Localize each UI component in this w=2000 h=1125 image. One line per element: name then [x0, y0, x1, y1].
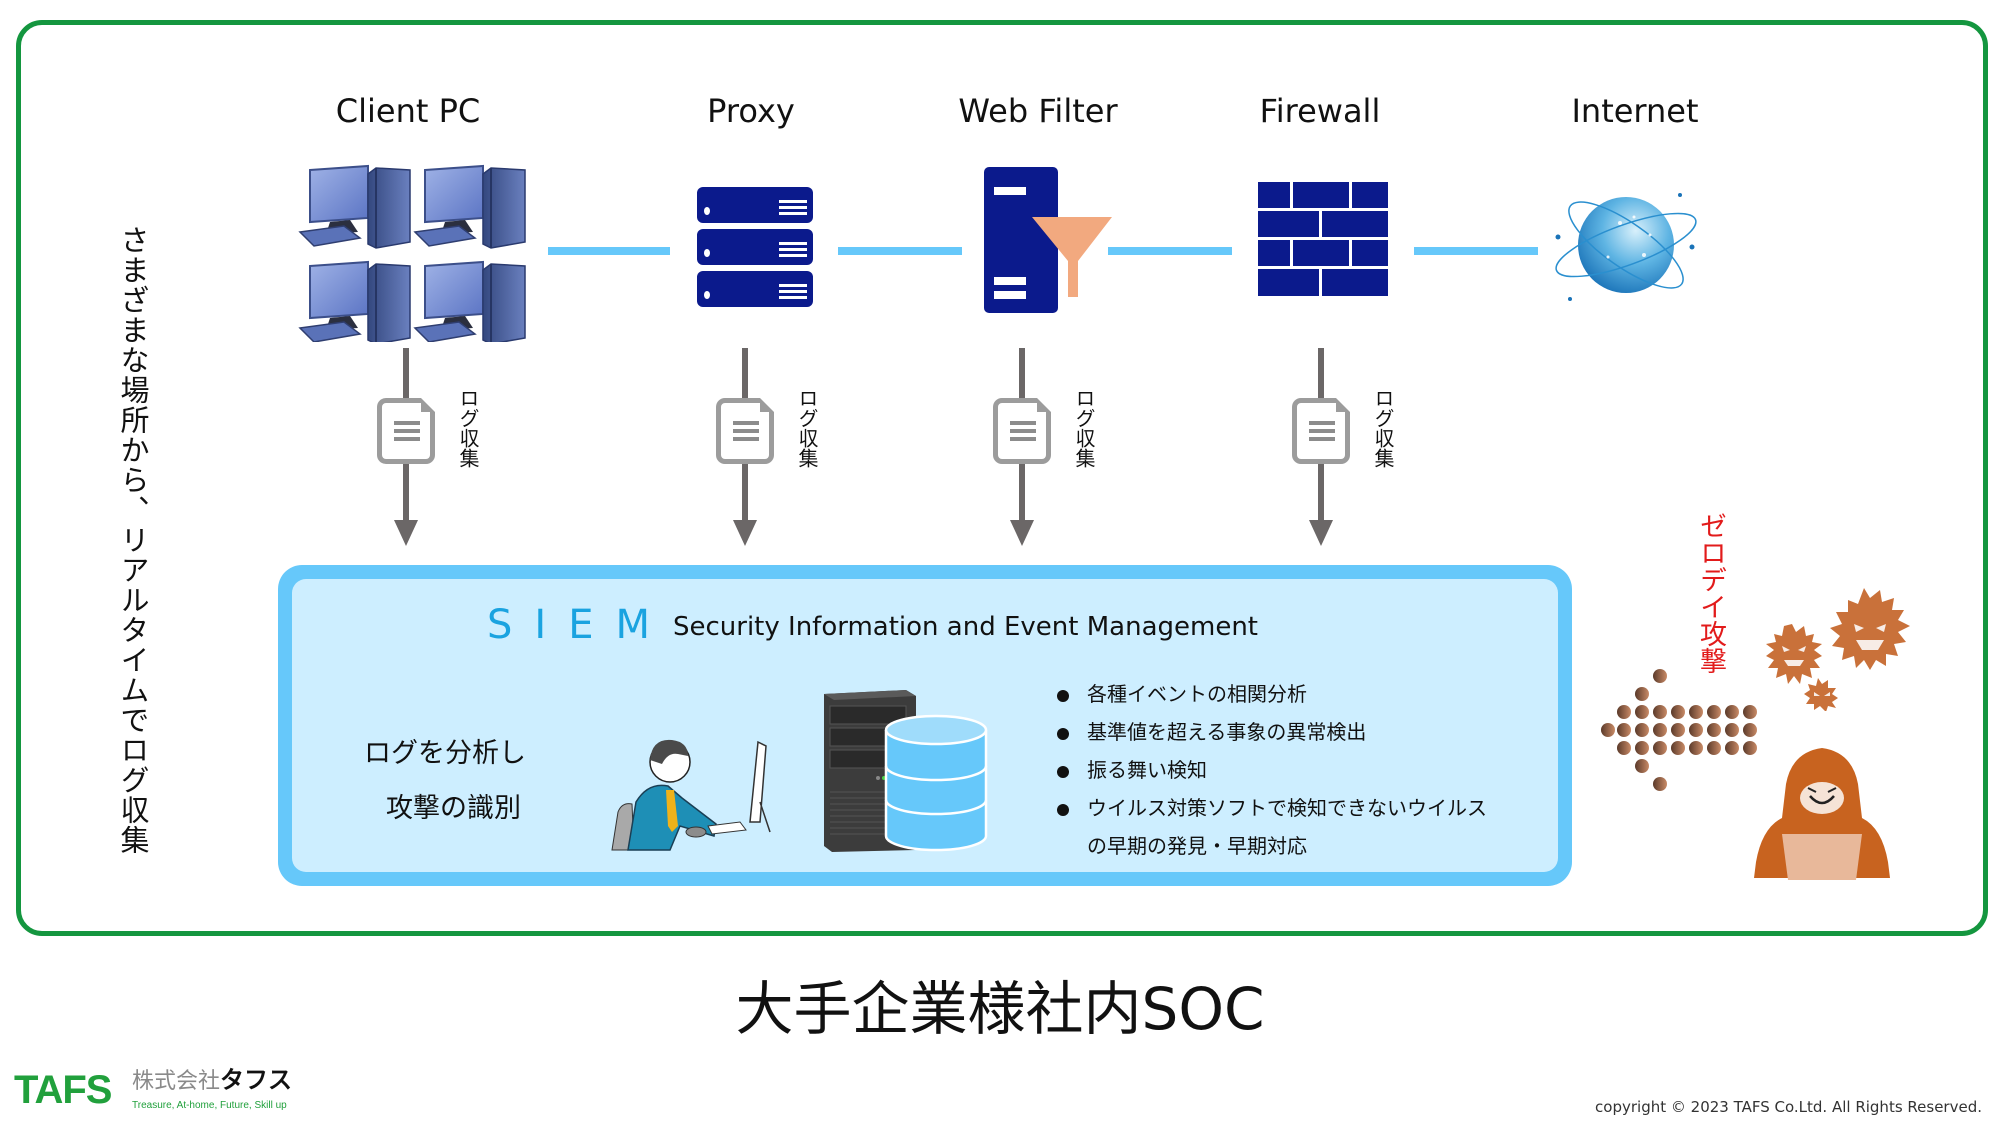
log-collection-label: ログ収集: [456, 388, 480, 468]
node-label-internet: Internet: [1571, 92, 1699, 130]
node-label-proxy: Proxy: [707, 92, 795, 130]
siem-bullet: 基準値を超える事象の異常検出: [1057, 716, 1366, 745]
log-document-icon: [377, 398, 435, 464]
connector-proxy-webfilter: [838, 247, 962, 255]
node-label-firewall: Firewall: [1259, 92, 1381, 130]
globe-icon: [1555, 193, 1697, 301]
virus-icon: [1766, 588, 1910, 711]
log-arrow-head: [1309, 520, 1333, 546]
log-collection-label: ログ収集: [1072, 388, 1096, 468]
siem-bullet: ウイルス対策ソフトで検知できないウイルス: [1057, 792, 1487, 821]
diagram-frame: [16, 20, 1988, 936]
incoming-attack-arrow-icon: [1601, 669, 1757, 791]
analyst-icon: [611, 739, 771, 851]
connector-firewall-internet: [1414, 247, 1538, 255]
desktop-computers-icon: [298, 164, 526, 342]
siem-full-name: Security Information and Event Managemen…: [673, 612, 1258, 642]
left-vertical-caption: さまざまな場所から、リアルタイムでログ収集: [116, 225, 150, 855]
node-label-web-filter: Web Filter: [958, 92, 1118, 130]
bullet-icon: [1057, 803, 1069, 816]
page-title: 大手企業様社内SOC: [735, 975, 1265, 1043]
siem-acronym: SIEM: [487, 602, 672, 648]
company-tagline: Treasure, At-home, Future, Skill up: [132, 1100, 287, 1111]
server-rack-icon: [697, 187, 813, 307]
connector-webfilter-firewall: [1108, 247, 1232, 255]
logo-mark: TAFS: [14, 1068, 112, 1112]
bullet-icon: [1057, 765, 1069, 778]
siem-caption-identify: 攻撃の識別: [386, 793, 521, 824]
brick-wall-icon: [1258, 182, 1388, 296]
filter-server-icon: [984, 167, 1112, 313]
log-document-icon: [716, 398, 774, 464]
siem-bullet: 各種イベントの相関分析: [1057, 678, 1307, 707]
hacker-icon: [1754, 748, 1890, 880]
log-collection-label: ログ収集: [1371, 388, 1395, 468]
log-arrow-head: [1010, 520, 1034, 546]
siem-caption-analyze: ログを分析し: [364, 738, 526, 769]
log-collection-label: ログ収集: [795, 388, 819, 468]
log-document-icon: [1292, 398, 1350, 464]
company-logo: TAFS 株式会社タフス Treasure, At-home, Future, …: [14, 1068, 324, 1118]
log-arrow-head: [733, 520, 757, 546]
log-document-icon: [993, 398, 1051, 464]
siem-bullet-continuation: の早期の発見・早期対応: [1087, 834, 1307, 858]
zero-day-attack-label: ゼロデイ攻撃: [1695, 512, 1726, 674]
log-arrow-head: [394, 520, 418, 546]
siem-bullet: 振る舞い検知: [1057, 754, 1207, 783]
server-database-icon: [824, 690, 988, 852]
copyright-notice: copyright © 2023 TAFS Co.Ltd. All Rights…: [1595, 1098, 1982, 1116]
company-name: 株式会社タフス: [132, 1066, 293, 1094]
bullet-icon: [1057, 727, 1069, 740]
node-label-client-pc: Client PC: [335, 92, 481, 130]
connector-client-proxy: [548, 247, 670, 255]
bullet-icon: [1057, 689, 1069, 702]
